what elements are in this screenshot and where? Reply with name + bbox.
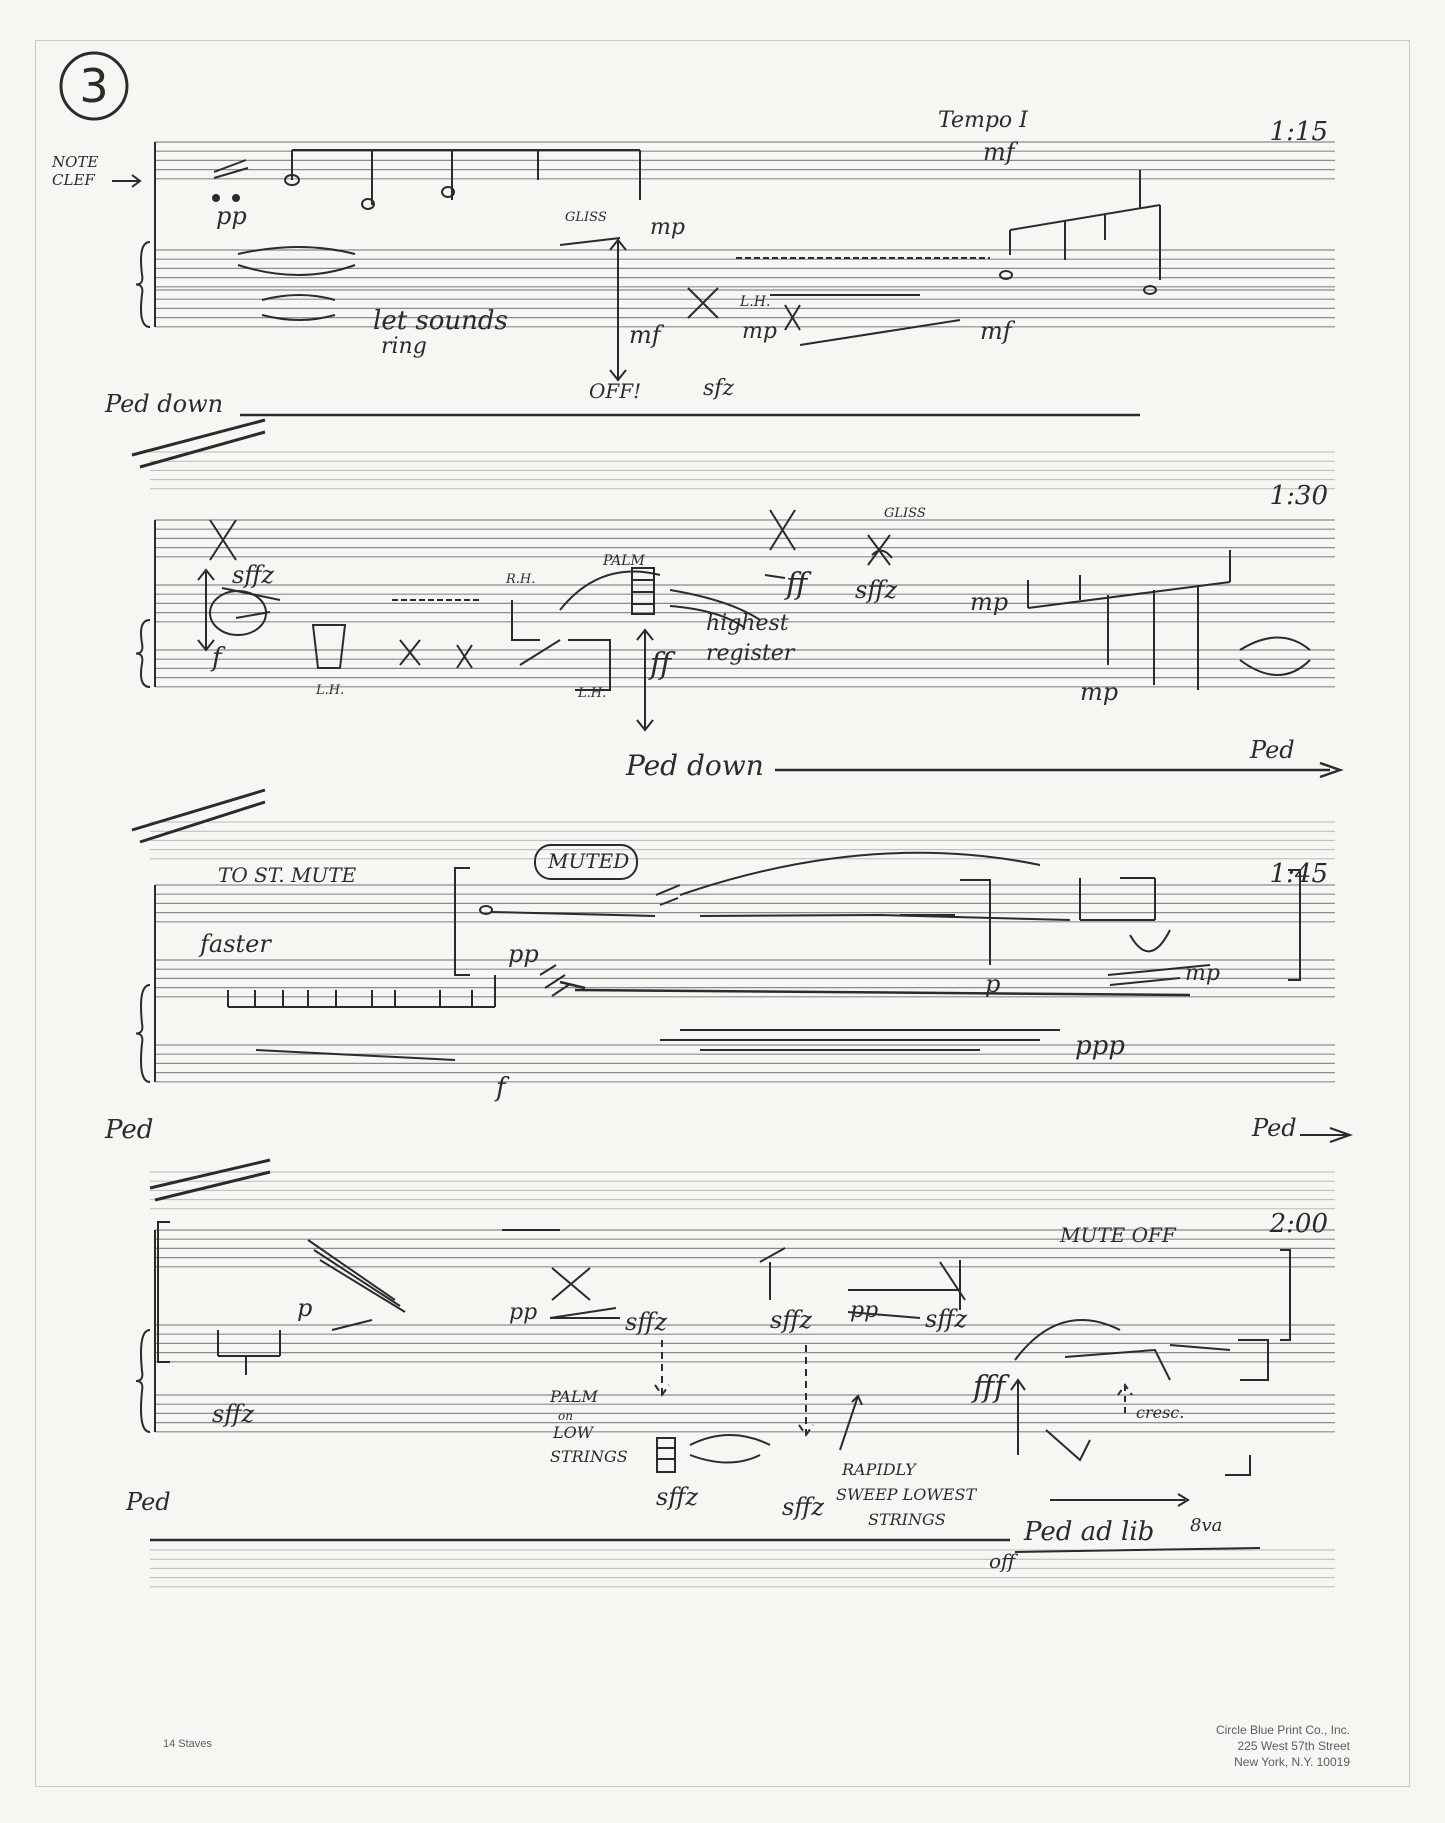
piano-brace	[135, 619, 151, 688]
palm-label-4-line1: PALM	[549, 1387, 598, 1406]
dynamic-mf-right: mf	[980, 317, 1016, 345]
palm-label-4-line3: LOW	[552, 1423, 595, 1442]
pedal-marking-right: Ped	[1249, 736, 1295, 764]
register-label: register	[706, 641, 796, 666]
time-marker-1: 1:15	[1270, 117, 1328, 147]
note-clef-label-line1: NOTE	[51, 153, 98, 171]
tempo-marking: Tempo I	[938, 108, 1029, 133]
notation-strokes-4	[150, 1221, 1291, 1553]
pedal-down-marking: Ped down	[625, 749, 764, 782]
pedal-marking: Ped down	[104, 390, 223, 418]
system-1: 1:15 NOTE CLEF Tempo I mf pp GLISS mp L.…	[51, 108, 1328, 469]
gliss-label: GLISS	[565, 210, 607, 225]
palm-label: PALM	[602, 553, 646, 569]
page-number: 3	[79, 59, 108, 113]
pedal-marking-left-3: Ped	[104, 1115, 153, 1145]
printer-city: New York, N.Y. 10019	[1234, 1755, 1350, 1769]
time-marker-2: 1:30	[1270, 481, 1328, 511]
paper-stave-note: 14 Staves	[163, 1738, 212, 1750]
rapidly-label-line2: SWEEP LOWEST	[836, 1485, 977, 1504]
faster-label: faster	[198, 930, 272, 958]
dynamic-sffz-a-4: sffz	[625, 1308, 667, 1336]
dynamic-sffz: sffz	[232, 561, 274, 589]
left-hand-label-b: L.H.	[577, 686, 606, 701]
dynamic-sfz: sfz	[703, 376, 734, 401]
notation-strokes-2	[131, 509, 1344, 844]
dynamic-mf-top: mf	[983, 138, 1019, 166]
pedal-marking-left-4: Ped	[125, 1488, 171, 1516]
rapidly-label-line1: RAPIDLY	[841, 1460, 917, 1479]
palm-label-4-line2: on	[558, 1409, 573, 1423]
printer-street: 225 West 57th Street	[1237, 1739, 1350, 1753]
dynamic-fff: fff	[971, 1370, 1010, 1405]
dynamic-mp-a: mp	[650, 215, 685, 240]
dynamic-p-4: p	[297, 1294, 312, 1322]
muted-bracket	[534, 844, 638, 880]
dynamic-sffz-left-4: sffz	[212, 1400, 254, 1428]
dynamic-p-3: p	[985, 970, 1000, 998]
dynamic-pp-a-4: pp	[509, 1300, 537, 1325]
dynamic-f-3: f	[494, 1073, 510, 1103]
dynamic-pp-b-4: pp	[850, 1298, 878, 1323]
off-label: OFF!	[589, 379, 641, 403]
system-4: 2:00 MUTE OFF p pp sffz sffz pp sffz sff…	[125, 1209, 1328, 1573]
note-clef-arrow	[112, 174, 142, 188]
cresc-label: cresc.	[1136, 1403, 1184, 1422]
time-marker-4: 2:00	[1269, 1209, 1328, 1239]
ring-label: ring	[381, 334, 427, 359]
pedal-ad-lib-marking: Ped ad lib	[1023, 1517, 1154, 1547]
palm-label-4-line4: STRINGS	[550, 1447, 628, 1466]
dynamic-sffz-b: sffz	[855, 576, 897, 604]
piano-brace	[135, 984, 151, 1083]
system-2: 1:30 sffz L.H. R.H. L.H. PALM ff GLISS s…	[131, 481, 1344, 844]
staff-lines	[135, 141, 1335, 1588]
dynamic-ff-mid: ff	[648, 647, 676, 682]
system-3: 1:45 TO ST. MUTE MUTED pp faster p mp pp…	[104, 844, 1354, 1202]
printer-imprint: Circle Blue Print Co., Inc. 225 West 57t…	[1190, 1722, 1350, 1770]
page-number-circle: 3	[59, 51, 129, 121]
to-st-mute-label: TO ST. MUTE	[218, 863, 357, 887]
muted-label: MUTED	[547, 849, 629, 873]
dynamic-mp-a-2: mp	[970, 588, 1008, 616]
piano-brace	[135, 1329, 151, 1433]
time-marker-3: 1:45	[1270, 859, 1328, 889]
ottava-marking: 8va	[1190, 1515, 1222, 1536]
left-hand-label-a: L.H.	[315, 683, 344, 698]
notation-strokes-1	[131, 149, 1161, 469]
dynamic-mp-b-2: mp	[1080, 678, 1118, 706]
dynamic-ppp-3: ppp	[1075, 1031, 1125, 1061]
page-border	[35, 40, 1410, 1787]
printer-name: Circle Blue Print Co., Inc.	[1215, 1723, 1350, 1737]
dynamic-pp-3: pp	[508, 940, 539, 968]
gliss-label-2: GLISS	[884, 506, 926, 521]
piano-brace	[135, 241, 151, 328]
dynamic-sffz-sweep: sffz	[782, 1493, 824, 1521]
dynamic-sffz-palm: sffz	[656, 1483, 698, 1511]
right-hand-label: R.H.	[505, 572, 535, 587]
dynamic-mp-b: mp	[742, 319, 777, 344]
off-label-4: off	[989, 1549, 1019, 1573]
dynamic-pp: pp	[216, 202, 247, 230]
let-sounds-label: let sounds	[373, 306, 508, 336]
dynamic-sffz-b-4: sffz	[770, 1306, 812, 1334]
rapidly-label-line3: STRINGS	[868, 1510, 946, 1529]
notation-strokes-3	[149, 851, 1354, 1202]
note-clef-label-line2: CLEF	[52, 171, 95, 189]
left-hand-label: L.H.	[739, 294, 770, 310]
mute-off-label: MUTE OFF	[1059, 1223, 1177, 1247]
dynamic-mf-left: mf	[629, 321, 665, 349]
pedal-marking-right-3: Ped	[1251, 1114, 1297, 1142]
